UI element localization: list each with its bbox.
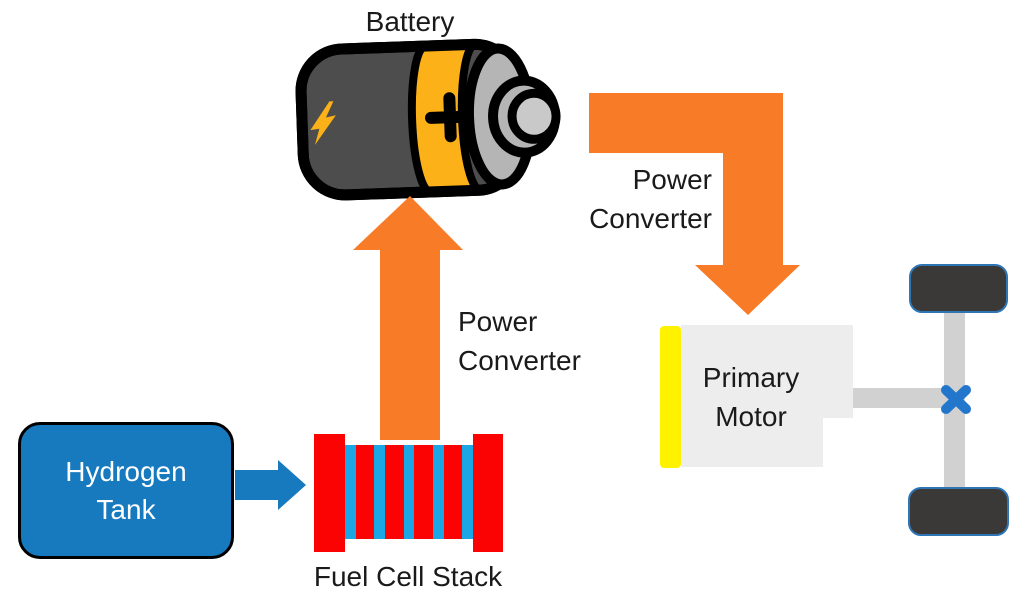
fuel-cell-stack-label: Fuel Cell Stack — [313, 561, 503, 592]
power-bent-arrow — [589, 93, 800, 315]
battery-icon — [295, 38, 561, 201]
axle-horizontal — [853, 388, 965, 408]
cyan-stripe — [374, 445, 386, 539]
fuel-cell-membrane — [345, 445, 473, 539]
hydrogen-flow-arrow — [235, 460, 306, 510]
primary-motor-label: Primary Motor — [703, 358, 799, 436]
cyan-stripe — [462, 445, 473, 539]
cyan-stripe — [403, 445, 415, 539]
wheel-bottom — [908, 487, 1009, 536]
hydrogen-tank-line1: Hydrogen — [65, 455, 187, 487]
power-converter-upper-line2: Converter — [589, 203, 712, 234]
cyan-stripe — [345, 445, 356, 539]
power-up-arrow — [353, 196, 463, 440]
axle-joint-x-icon — [941, 385, 971, 414]
power-converter-lower-label: Power Converter — [458, 302, 581, 380]
plus-icon — [425, 92, 476, 143]
power-converter-upper-line1: Power — [632, 164, 712, 195]
power-converter-upper-label: Power Converter — [589, 160, 712, 238]
wheel-top — [909, 264, 1008, 313]
power-converter-lower-line1: Power — [458, 306, 538, 337]
primary-motor-line2: Motor — [715, 401, 787, 432]
primary-motor-body-lower — [681, 418, 823, 467]
fuel-cell-end-plate-right — [473, 434, 503, 552]
cyan-stripe — [432, 445, 444, 539]
hydrogen-tank-box: Hydrogen Tank — [18, 422, 234, 559]
red-stripe — [385, 445, 404, 539]
red-stripe — [355, 445, 375, 539]
primary-motor-body — [681, 325, 853, 418]
lightning-bolt-icon — [310, 101, 336, 145]
red-stripe — [414, 445, 433, 539]
battery-label: Battery — [365, 6, 455, 37]
primary-motor-line1: Primary — [702, 362, 800, 393]
fuel-cell-end-plate-left — [314, 434, 345, 552]
hydrogen-tank-line2: Tank — [96, 493, 156, 525]
power-converter-lower-line2: Converter — [458, 345, 581, 376]
red-stripe — [443, 445, 463, 539]
motor-yellow-stripe — [660, 326, 681, 468]
